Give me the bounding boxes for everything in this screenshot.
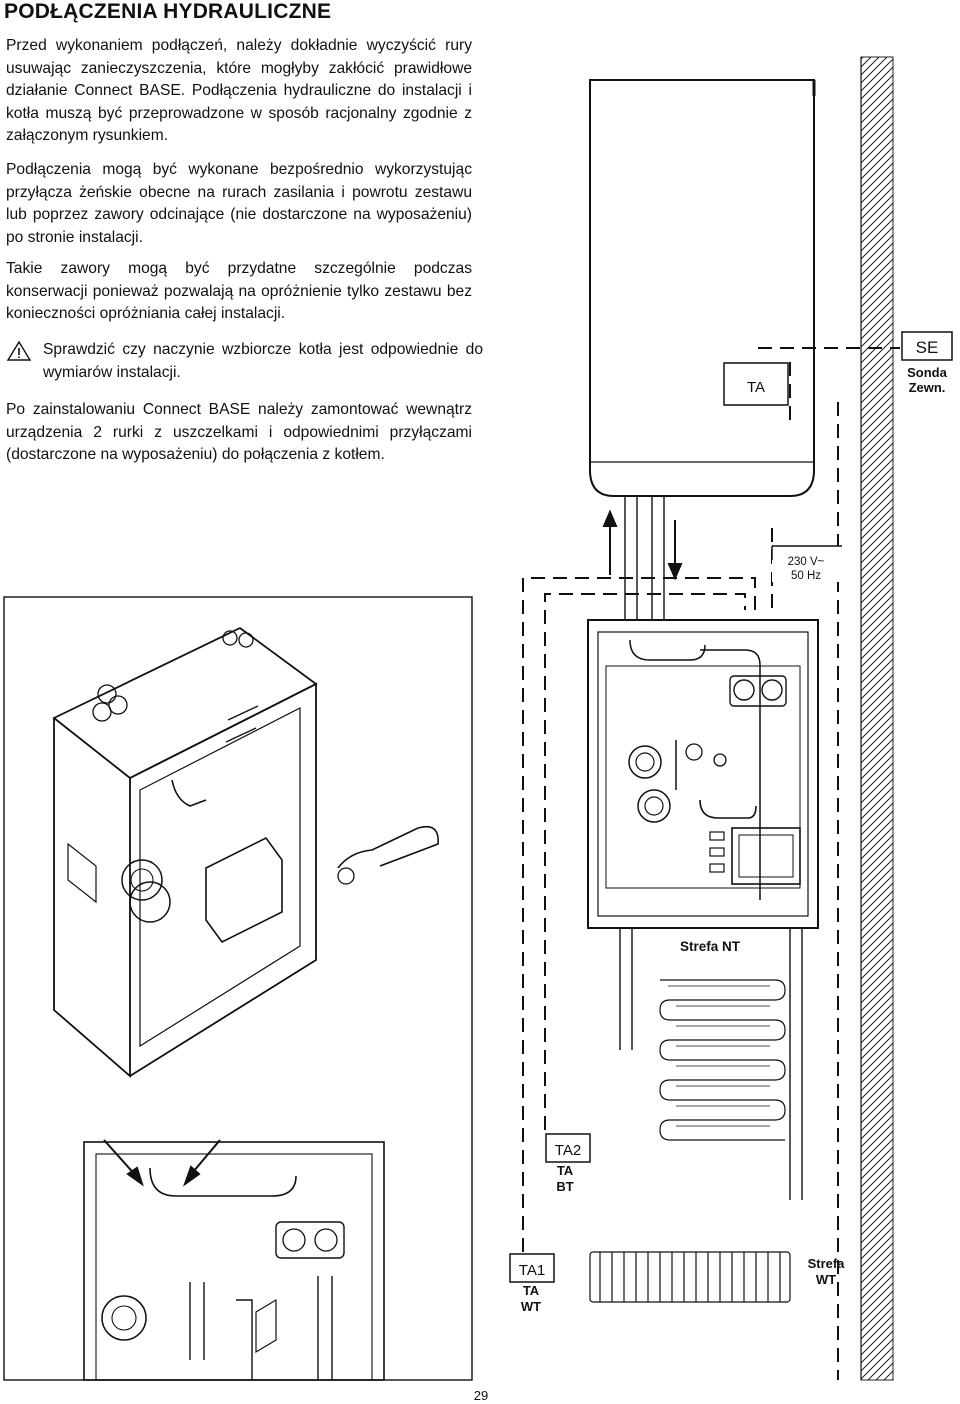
warning-text: Sprawdzić czy naczynie wzbiorcze kotła j… — [43, 341, 483, 381]
ta-label: TA — [747, 379, 765, 396]
boiler-unit — [589, 79, 816, 497]
ta-bt-label-1: TA — [557, 1163, 574, 1178]
ta1-box — [509, 1253, 555, 1283]
strefa-wt-label-2: WT — [816, 1272, 836, 1287]
paragraph-valves: Takie zawory mogą być przydatne szczegól… — [6, 260, 472, 322]
ta-box — [723, 362, 789, 406]
power-label-1: 230 V~ — [788, 556, 825, 568]
warning-icon — [6, 340, 32, 361]
sonda-label-2: Zewn. — [909, 380, 946, 395]
ta-bt-label-2: BT — [556, 1179, 573, 1194]
strefa-wt-label-1: Strefa — [808, 1256, 846, 1271]
paragraph-installation: Po zainstalowaniu Connect BASE należy za… — [6, 401, 472, 463]
strefa-nt-label: Strefa NT — [680, 939, 741, 954]
strefa-nt-box — [672, 934, 750, 958]
radiator — [589, 1251, 791, 1303]
ta1-label: TA1 — [519, 1262, 545, 1279]
module-front-view — [587, 619, 819, 1200]
wall-hatch — [860, 56, 894, 1381]
ta-wt-label-2: WT — [521, 1299, 541, 1314]
boiler-pipes — [624, 496, 665, 620]
ta2-box — [545, 1133, 591, 1163]
se-label: SE — [916, 338, 939, 357]
paragraph-connections: Podłączenia mogą być wykonane bezpośredn… — [6, 161, 472, 246]
underfloor-coil — [659, 979, 786, 1141]
se-box — [901, 331, 953, 361]
page-number: 29 — [473, 1388, 489, 1403]
module-isometric-figure — [3, 596, 473, 1381]
ta2-label: TA2 — [555, 1142, 581, 1159]
flow-arrows — [602, 509, 683, 581]
sonda-label-1: Sonda — [907, 365, 947, 380]
paragraph-cleaning: Przed wykonaniem podłączeń, należy dokła… — [6, 37, 472, 144]
detail-arrows — [103, 1139, 221, 1187]
ta-wt-label-1: TA — [523, 1283, 540, 1298]
power-label-2: 50 Hz — [791, 570, 821, 582]
power-box — [772, 546, 842, 582]
page-heading: PODŁĄCZENIA HYDRAULICZNE — [4, 0, 332, 23]
